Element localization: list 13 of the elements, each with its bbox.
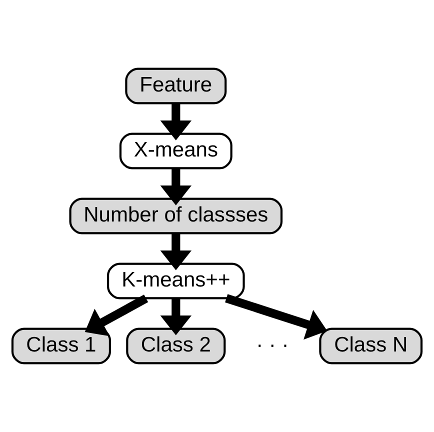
node-box: Class 2 [126, 328, 226, 364]
node-box: X-means [119, 132, 232, 170]
arrow [225, 294, 328, 340]
node-box: Class 1 [11, 328, 112, 364]
arrow [160, 104, 192, 140]
node-box: Feature [125, 68, 227, 104]
node-box: Class N [319, 328, 423, 364]
label: · · · [256, 333, 289, 356]
arrow [160, 298, 192, 336]
node-box: Number of classses [69, 198, 283, 234]
arrow [160, 168, 192, 206]
arrow [160, 234, 192, 270]
node-box: K-means++ [107, 262, 245, 300]
